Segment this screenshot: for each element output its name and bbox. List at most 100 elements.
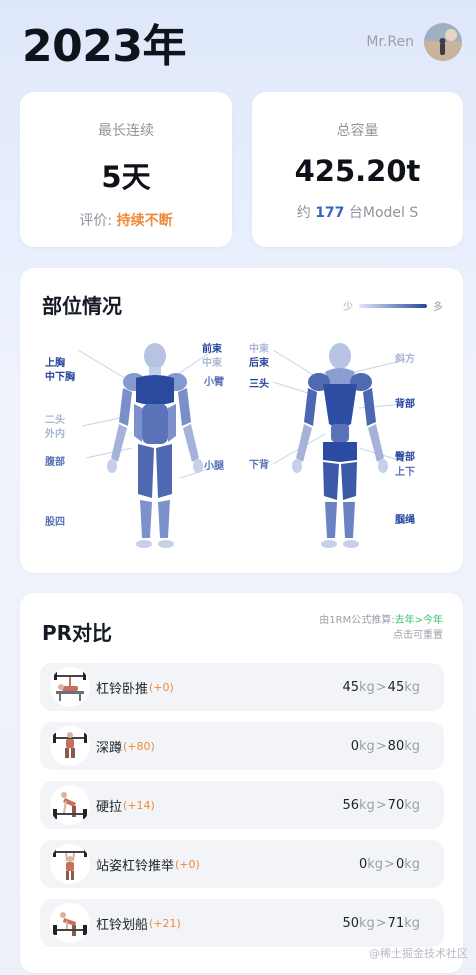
pr-row-overhead-press[interactable]: 站姿杠铃推举 (+0) 0kg>0kg — [40, 840, 444, 888]
pr-unit: kg — [358, 915, 375, 931]
pr-exercise-name: 深蹲 — [96, 740, 123, 756]
body-section-title: 部位情况 — [42, 294, 122, 318]
volume-equivalent: 约 177 台Model S — [252, 202, 463, 222]
pr-exercise-name: 杠铃划船 — [96, 917, 149, 933]
back-muscle-map — [272, 343, 406, 548]
barbell-row-icon — [50, 903, 90, 943]
username: Mr.Ren — [366, 34, 414, 50]
body-parts-card: 部位情况 少 多 — [20, 268, 463, 573]
legend-low: 少 — [343, 302, 353, 313]
pr-unit: kg — [404, 856, 420, 872]
volume-count: 177 — [315, 205, 345, 221]
rating-label: 评价: — [79, 213, 113, 229]
pr-note-line1: 由1RM公式推算:去年>今年 — [319, 613, 443, 628]
label-glutes: 臀部 — [395, 452, 415, 463]
pr-row-barbell-row[interactable]: 杠铃划船 (+21) 50kg>71kg — [40, 899, 444, 947]
pr-note[interactable]: 由1RM公式推算:去年>今年 点击可重置 — [319, 613, 443, 643]
pr-delta: (+0) — [149, 680, 174, 694]
back-body-figure[interactable]: 中束 后束 三头 下背 斜方 背部 臀部 上下 腘绳 — [249, 338, 425, 553]
pr-arrow: > — [375, 797, 387, 813]
label-hamstrings: 腘绳 — [395, 515, 415, 526]
legend-gradient — [359, 303, 427, 308]
pr-note-highlight: 去年>今年 — [394, 615, 443, 626]
label-mid-delt-front: 中束 — [202, 358, 222, 369]
deadlift-icon — [50, 785, 90, 825]
volume-suffix: 台Model S — [348, 205, 419, 221]
label-traps: 斜方 — [395, 354, 415, 365]
label-forearm: 小臂 — [204, 377, 224, 388]
squat-icon — [50, 726, 90, 766]
pr-values: 45kg>45kg — [342, 680, 420, 695]
pr-unit: kg — [404, 915, 420, 931]
pr-arrow: > — [375, 738, 387, 754]
pr-last-year: 0 — [358, 856, 368, 872]
streak-label: 最长连续 — [98, 123, 154, 139]
label-front-delt: 前束 — [202, 344, 222, 355]
pr-reset-hint[interactable]: 点击可重置 — [393, 630, 443, 641]
pr-exercise-name: 站姿杠铃推举 — [96, 858, 175, 874]
volume-card: 总容量 425.20t 约 177 台Model S — [252, 92, 463, 247]
pr-section-title: PR对比 — [42, 621, 113, 645]
pr-last-year: 45 — [342, 679, 359, 695]
pr-this-year: 80 — [387, 738, 405, 754]
pr-note-prefix: 由1RM公式推算: — [319, 615, 395, 626]
pr-delta: (+80) — [123, 739, 155, 753]
label-adductor: 外内 — [45, 429, 65, 440]
volume-prefix: 约 — [296, 205, 311, 221]
year-title: 2023年 — [22, 21, 186, 72]
pr-exercise-name: 杠铃卧推 — [96, 681, 149, 697]
pr-unit: kg — [367, 856, 384, 872]
pr-unit: kg — [358, 797, 375, 813]
front-body-figure[interactable]: 上胸 中下胸 二头 外内 腹部 股四 前束 中束 小臂 小腿 — [45, 338, 240, 553]
pr-unit: kg — [358, 738, 375, 754]
pr-values: 0kg>0kg — [359, 857, 420, 872]
pr-row-deadlift[interactable]: 硬拉 (+14) 56kg>70kg — [40, 781, 444, 829]
pr-last-year: 56 — [342, 797, 359, 813]
pr-last-year: 0 — [350, 738, 359, 754]
rating-value: 持续不断 — [116, 213, 173, 229]
pr-unit: kg — [358, 679, 375, 695]
streak-value: 5天 — [101, 160, 151, 194]
pr-unit: kg — [404, 797, 420, 813]
volume-label: 总容量 — [336, 123, 379, 139]
pr-this-year: 70 — [387, 797, 405, 813]
pr-arrow: > — [375, 915, 387, 931]
pr-this-year: 45 — [387, 679, 405, 695]
user-info[interactable]: Mr.Ren — [366, 23, 462, 61]
pr-values: 0kg>80kg — [351, 739, 420, 754]
pr-this-year: 0 — [395, 856, 405, 872]
label-triceps: 三头 — [249, 379, 269, 390]
pr-unit: kg — [404, 738, 420, 754]
header: 2023年 Mr.Ren — [22, 10, 462, 74]
watermark: @稀土掘金技术社区 — [369, 947, 468, 960]
pr-values: 50kg>71kg — [342, 916, 420, 931]
label-lower-back: 下背 — [249, 460, 269, 471]
pr-comparison-card: PR对比 由1RM公式推算:去年>今年 点击可重置 杠铃卧推 (+0) 45kg… — [20, 593, 463, 973]
label-rear-delt: 后束 — [249, 358, 269, 369]
volume-value: 425.20t — [294, 154, 421, 188]
label-quads: 股四 — [45, 517, 65, 528]
pr-row-squat[interactable]: 深蹲 (+80) 0kg>80kg — [40, 722, 444, 770]
label-mid-lower-chest: 中下胸 — [45, 372, 75, 383]
pr-last-year: 50 — [342, 915, 359, 931]
pr-delta: (+14) — [123, 798, 155, 812]
label-calf-front: 小腿 — [204, 461, 224, 472]
overhead-press-icon — [50, 844, 90, 884]
label-biceps: 二头 — [45, 415, 65, 426]
pr-values: 56kg>70kg — [342, 798, 420, 813]
pr-delta: (+0) — [175, 857, 200, 871]
label-abs: 腹部 — [45, 457, 65, 468]
legend-high: 多 — [433, 302, 443, 313]
label-upper-chest: 上胸 — [45, 358, 65, 369]
pr-arrow: > — [384, 856, 395, 872]
streak-card: 最长连续 5天 评价: 持续不断 — [20, 92, 232, 247]
pr-exercise-name: 硬拉 — [96, 799, 123, 815]
pr-arrow: > — [375, 679, 387, 695]
heat-legend: 少 多 — [343, 298, 443, 313]
pr-row-bench-press[interactable]: 杠铃卧推 (+0) 45kg>45kg — [40, 663, 444, 711]
label-mid-delt-back: 中束 — [249, 344, 269, 355]
avatar[interactable] — [424, 23, 462, 61]
pr-this-year: 71 — [387, 915, 405, 931]
bench-press-icon — [50, 667, 90, 707]
front-muscle-map — [77, 343, 221, 548]
